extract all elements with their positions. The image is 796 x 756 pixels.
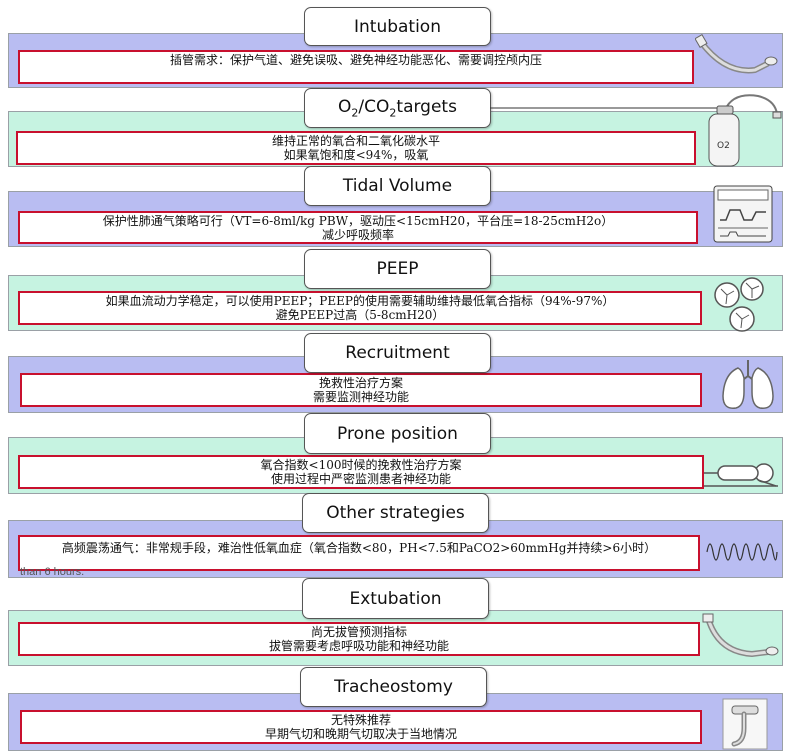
content-line: 尚无拔管预测指标 xyxy=(310,625,407,639)
oscillation-wave-icon xyxy=(706,543,778,561)
title-o2-co2: O2/CO2targets xyxy=(304,88,491,128)
endotracheal-tube-icon xyxy=(695,34,778,74)
title-tracheostomy: Tracheostomy xyxy=(300,667,487,707)
content-tracheostomy: 无特殊推荐 早期气切和晚期气切取决于当地情况 xyxy=(20,710,702,744)
content-prone-position: 氧合指数<100时候的挽救性治疗方案 使用过程中严密监测患者神经功能 xyxy=(18,455,704,489)
content-line: 避免PEEP过高（5-8cmH20） xyxy=(275,308,445,322)
title-tidal-volume: Tidal Volume xyxy=(304,166,491,206)
content-peep: 如果血流动力学稳定，可以使用PEEP；PEEP的使用需要辅助维持最低氧合指标（9… xyxy=(18,291,702,325)
content-tidal-volume: 保护性肺通气策略可行（VT=6-8ml/kg PBW，驱动压<15cmH20，平… xyxy=(18,211,698,244)
connector-line xyxy=(490,107,725,109)
oxygen-label: O2 xyxy=(717,141,730,151)
title-text: Tidal Volume xyxy=(342,176,453,196)
content-line: 挽救性治疗方案 xyxy=(318,376,403,390)
content-line: 保护性肺通气策略可行（VT=6-8ml/kg PBW，驱动压<15cmH20，平… xyxy=(102,213,614,228)
content-line: 氧合指数<100时候的挽救性治疗方案 xyxy=(260,458,462,472)
title-other-strategies: Other strategies xyxy=(302,493,489,533)
content-line: 早期气切和晚期气切取决于当地情况 xyxy=(264,727,457,741)
tracheostomy-tube-icon xyxy=(722,698,768,750)
content-line: 插管需求：保护气道、避免误吸、避免神经功能恶化、需要调控颅内压 xyxy=(169,53,542,67)
content-o2-co2: 维持正常的氧合和二氧化碳水平 如果氧饱和度<94%，吸氧 xyxy=(16,131,696,165)
content-line: 使用过程中严密监测患者神经功能 xyxy=(270,472,451,486)
content-line: 如果氧饱和度<94%，吸氧 xyxy=(283,148,429,162)
prone-patient-icon xyxy=(704,463,778,487)
title-text: Extubation xyxy=(349,588,442,609)
alveoli-icon xyxy=(714,277,764,332)
extubation-tube-icon xyxy=(702,613,779,658)
oxygen-tank-icon: O2 xyxy=(708,94,782,167)
content-line: 高频震荡通气：非常规手段，难治性低氧血症（氧合指数<80，PH<7.5和PaCO… xyxy=(61,541,657,555)
title-text: Prone position xyxy=(337,423,458,444)
lungs-icon xyxy=(722,360,774,409)
title-text: Intubation xyxy=(353,16,441,37)
title-prone-position: Prone position xyxy=(304,413,491,454)
content-recruitment: 挽救性治疗方案 需要监测神经功能 xyxy=(20,373,702,407)
title-intubation: Intubation xyxy=(304,7,491,46)
content-line: 拔管需要考虑呼吸功能和神经功能 xyxy=(268,639,449,653)
title-text: O2/CO2targets xyxy=(338,96,457,120)
title-extubation: Extubation xyxy=(302,578,489,619)
content-line: 维持正常的氧合和二氧化碳水平 xyxy=(271,134,440,148)
ventilator-monitor-icon xyxy=(713,185,773,243)
title-recruitment: Recruitment xyxy=(304,333,491,373)
content-line: 无特殊推荐 xyxy=(330,713,391,727)
title-text: Recruitment xyxy=(345,343,450,363)
title-text: Other strategies xyxy=(326,503,465,523)
content-other-strategies: 高频震荡通气：非常规手段，难治性低氧血症（氧合指数<80，PH<7.5和PaCO… xyxy=(18,535,700,571)
content-intubation: 插管需求：保护气道、避免误吸、避免神经功能恶化、需要调控颅内压 xyxy=(18,50,694,84)
title-peep: PEEP xyxy=(304,249,491,289)
title-text: PEEP xyxy=(376,259,419,279)
stray-text: than 6 hours. xyxy=(20,566,85,578)
content-extubation: 尚无拔管预测指标 拔管需要考虑呼吸功能和神经功能 xyxy=(18,622,700,656)
content-line: 减少呼吸频率 xyxy=(321,227,394,242)
content-line: 如果血流动力学稳定，可以使用PEEP；PEEP的使用需要辅助维持最低氧合指标（9… xyxy=(105,294,615,308)
title-text: Tracheostomy xyxy=(334,677,453,697)
content-line: 需要监测神经功能 xyxy=(312,390,409,404)
